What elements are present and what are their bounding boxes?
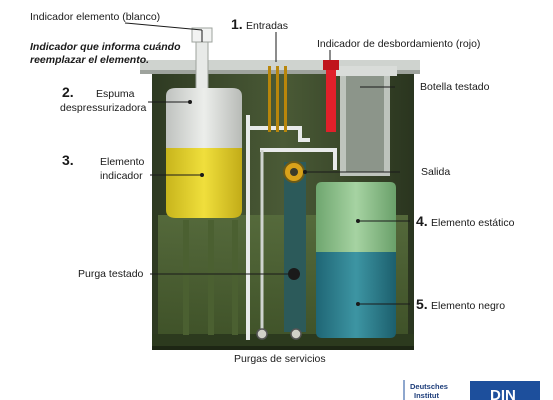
label-overflow-indicator: Indicador de desbordamiento (rojo) bbox=[317, 38, 480, 50]
label-inlets: Entradas bbox=[246, 20, 288, 32]
number-foam: 2. bbox=[62, 84, 74, 100]
label-outlet: Salida bbox=[421, 166, 450, 178]
yellow-indicator-element bbox=[166, 148, 242, 218]
black-element bbox=[316, 252, 396, 338]
note-line-2: reemplazar el elemento. bbox=[30, 54, 149, 66]
label-static-element: Elemento estático bbox=[431, 217, 515, 229]
number-indicator-element: 3. bbox=[62, 152, 74, 168]
label-black-element: Elemento negro bbox=[431, 300, 505, 312]
red-overflow-indicator bbox=[323, 60, 339, 132]
service-drains bbox=[256, 328, 302, 340]
depressurizing-foam bbox=[166, 88, 242, 148]
label-service-drains: Purgas de servicios bbox=[234, 353, 326, 365]
drain-column bbox=[283, 161, 306, 332]
number-black-element: 5. bbox=[416, 296, 428, 312]
logo-mark: DIN bbox=[490, 387, 516, 400]
note-line-1: Indicador que informa cuándo bbox=[30, 41, 181, 53]
label-foam-line-2: despressurizadora bbox=[60, 102, 147, 114]
label-test-drain: Purga testado bbox=[78, 268, 144, 280]
internal-pipes bbox=[246, 115, 337, 340]
inlet-tubes bbox=[268, 66, 287, 132]
leader-lines bbox=[124, 22, 410, 306]
number-inlets: 1. bbox=[231, 16, 243, 32]
label-indicator-element-line-1: Elemento bbox=[100, 156, 145, 168]
logo-line-1: Deutsches bbox=[410, 382, 448, 391]
din-logo: Deutsches Institut DIN bbox=[403, 380, 540, 400]
static-element bbox=[316, 182, 396, 252]
label-indicator-element-line-2: indicador bbox=[100, 170, 143, 182]
test-bottle bbox=[335, 66, 397, 176]
label-white-indicator: Indicador elemento (blanco) bbox=[30, 11, 160, 23]
label-test-bottle: Botella testado bbox=[420, 81, 490, 93]
number-static-element: 4. bbox=[416, 213, 428, 229]
logo-line-2: Institut bbox=[414, 391, 439, 400]
label-foam-line-1: Espuma bbox=[96, 88, 135, 100]
